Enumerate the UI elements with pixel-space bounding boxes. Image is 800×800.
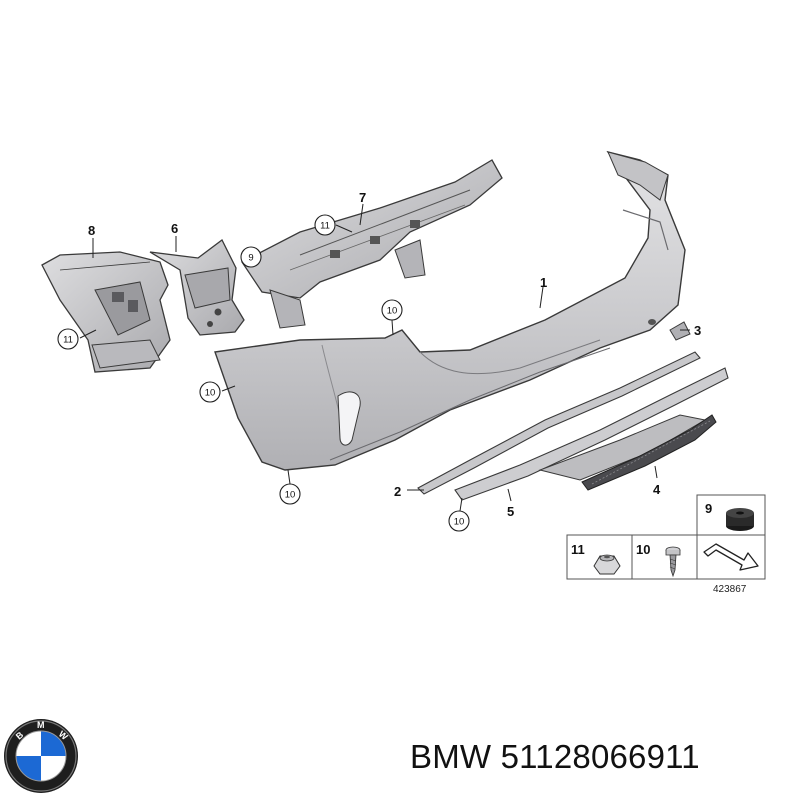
leader-lines	[79, 203, 690, 512]
label-part-7: 7	[359, 190, 366, 205]
svg-text:9: 9	[705, 501, 712, 516]
svg-text:11: 11	[571, 542, 585, 557]
bracket-left-part	[41, 251, 171, 373]
screw-icon	[665, 546, 681, 578]
svg-text:9: 9	[248, 253, 253, 264]
label-part-1: 1	[540, 275, 547, 290]
label-part-8: 8	[88, 223, 95, 238]
legend-box-screw: 10	[631, 534, 698, 580]
svg-text:10: 10	[636, 542, 650, 557]
label-part-5: 5	[507, 504, 514, 519]
diagram-reference-number: 423867	[713, 584, 747, 595]
label-part-4: 4	[653, 482, 661, 497]
callout-bracket-nut: 11	[57, 328, 79, 350]
svg-text:10: 10	[285, 490, 296, 501]
svg-text:M: M	[37, 720, 45, 730]
carrier-part	[241, 159, 503, 329]
footer-brand: BMW	[410, 738, 492, 775]
label-part-2: 2	[394, 484, 401, 499]
legend-box-buffer: 9	[696, 494, 766, 536]
reflector-grille-part	[581, 414, 717, 491]
bmw-roundel-logo: B M W	[4, 719, 78, 793]
hex-nut-icon	[593, 554, 621, 575]
trim-strip-part	[417, 351, 701, 495]
callout-lower-trim-screw: 10	[448, 510, 470, 532]
callout-bumper-top-screw: 10	[381, 299, 403, 321]
svg-text:B: B	[14, 729, 26, 741]
svg-text:10: 10	[387, 306, 398, 317]
callout-carrier-buffer: 9	[240, 246, 262, 268]
callout-carrier-nut: 11	[314, 214, 336, 236]
label-part-6: 6	[171, 221, 178, 236]
legend-box-nut: 11	[566, 534, 633, 580]
legend-box-arrow	[696, 534, 766, 580]
label-part-3: 3	[694, 323, 701, 338]
callout-bumper-bottom-screw: 10	[279, 483, 301, 505]
svg-text:10: 10	[454, 517, 465, 528]
svg-text:10: 10	[205, 388, 216, 399]
cover-cap-part	[669, 321, 691, 341]
footer-part-number: 51128066911	[500, 738, 700, 775]
rubber-buffer-icon	[726, 508, 754, 531]
footer-part-info: BMW 51128066911	[410, 738, 700, 776]
direction-arrow-icon	[703, 543, 759, 571]
callout-bumper-left-screw: 10	[199, 381, 221, 403]
svg-text:11: 11	[63, 335, 73, 346]
bumper-trim-part	[214, 150, 686, 471]
bracket-right-part	[149, 239, 245, 336]
svg-text:11: 11	[320, 221, 330, 232]
